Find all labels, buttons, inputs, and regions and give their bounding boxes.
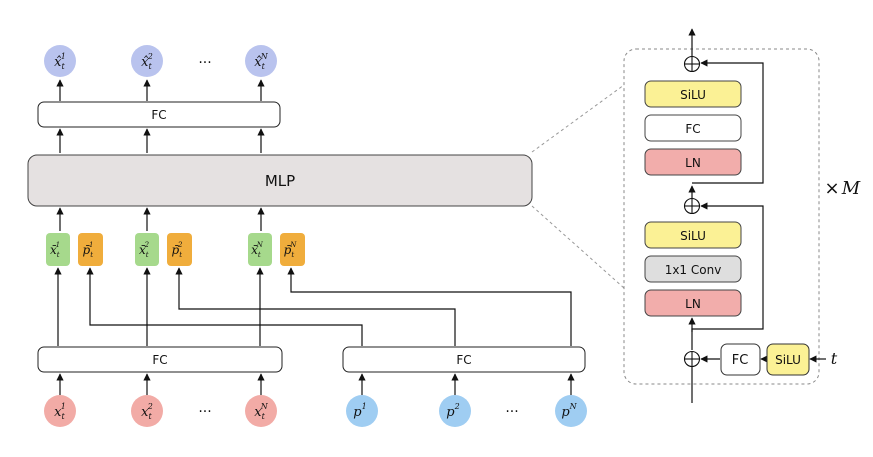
time-silu-label: SiLU bbox=[775, 353, 801, 367]
output-node-2-label: x̂t2 bbox=[141, 52, 153, 71]
lower-silu-box bbox=[644, 221, 742, 249]
time-silu-box bbox=[766, 343, 810, 376]
input-p-node-1: p1 bbox=[346, 395, 378, 427]
token-x-n-label: x̄tN bbox=[251, 241, 264, 259]
lower-ln-box bbox=[644, 289, 742, 317]
time-fc-box bbox=[720, 343, 761, 376]
token-x-1-label: x̄t1 bbox=[50, 241, 60, 259]
fc-bottom-right-box bbox=[342, 346, 586, 373]
input-x-node-1-label: xt1 bbox=[54, 402, 66, 421]
input-x-node-2: xt2 bbox=[131, 395, 163, 427]
upper-silu-label: SiLU bbox=[680, 88, 706, 102]
input-x-ellipsis: ··· bbox=[198, 404, 211, 420]
repeat-times-sign: × bbox=[824, 178, 839, 199]
fc-top-box bbox=[37, 101, 281, 128]
output-node-n-label: x̂tN bbox=[254, 52, 269, 71]
upper-fc-label: FC bbox=[685, 122, 700, 136]
time-fc-label: FC bbox=[732, 353, 749, 368]
input-p-node-n: pN bbox=[555, 395, 587, 427]
arrows-fc-left-to-x-tokens bbox=[54, 267, 264, 346]
fc-bottom-right-label: FC bbox=[456, 353, 471, 367]
token-p-n: p̄tN bbox=[280, 233, 305, 266]
upper-silu-box bbox=[644, 80, 742, 108]
token-p-2-label: p̄t2 bbox=[172, 241, 184, 259]
upper-ln-box bbox=[644, 148, 742, 176]
output-node-1: x̂t1 bbox=[44, 45, 76, 77]
arrows-tokens-to-mlp bbox=[56, 207, 265, 231]
upper-ln-label: LN bbox=[685, 156, 701, 170]
input-p-node-2: p2 bbox=[439, 395, 471, 427]
token-p-n-label: p̄tN bbox=[284, 241, 298, 259]
block-residual-lines bbox=[691, 59, 764, 332]
lower-conv-label: 1x1 Conv bbox=[665, 263, 722, 277]
routes-fc-right-to-p-tokens bbox=[86, 267, 572, 346]
token-x-n: x̄tN bbox=[248, 233, 272, 266]
fc-top-label: FC bbox=[151, 108, 166, 122]
token-p-1-label: p̄t1 bbox=[83, 241, 94, 259]
output-node-1-label: x̂t1 bbox=[54, 52, 66, 71]
input-x-node-n: xtN bbox=[245, 395, 277, 427]
mlp-label: MLP bbox=[265, 172, 295, 190]
lower-ln-label: LN bbox=[685, 297, 701, 311]
arrows-inputs-to-fc bbox=[56, 373, 575, 395]
token-x-2: x̄t2 bbox=[135, 233, 159, 266]
zoom-connector-lines bbox=[531, 84, 625, 289]
lower-silu-label: SiLU bbox=[680, 229, 706, 243]
fc-bottom-left-label: FC bbox=[152, 353, 167, 367]
token-p-1: p̄t1 bbox=[78, 233, 103, 266]
time-input-label: t bbox=[831, 349, 838, 368]
token-p-2: p̄t2 bbox=[167, 233, 192, 266]
sum-node-middle bbox=[683, 197, 701, 215]
input-x-node-2-label: xt2 bbox=[141, 402, 153, 421]
lower-conv-box bbox=[644, 255, 742, 283]
input-p-node-2-label: p2 bbox=[446, 402, 459, 420]
arrows-mlp-to-fc bbox=[56, 128, 265, 153]
input-p-ellipsis: ··· bbox=[505, 404, 518, 420]
mlp-box bbox=[27, 154, 533, 207]
token-x-1: x̄t1 bbox=[46, 233, 70, 266]
upper-fc-box bbox=[644, 114, 742, 142]
input-x-node-1: xt1 bbox=[44, 395, 76, 427]
repeat-count-symbol: M bbox=[841, 178, 861, 199]
sum-node-top bbox=[683, 55, 701, 73]
sum-node-bottom bbox=[683, 350, 701, 368]
input-p-node-n-label: pN bbox=[561, 402, 577, 420]
fc-bottom-left-box bbox=[37, 346, 283, 373]
output-node-n: x̂tN bbox=[245, 45, 277, 77]
token-x-2-label: x̄t2 bbox=[139, 241, 150, 259]
output-node-2: x̂t2 bbox=[131, 45, 163, 77]
input-x-node-n-label: xtN bbox=[254, 402, 269, 421]
arrows-fc-to-outputs bbox=[56, 79, 265, 101]
mlp-block-detail-frame bbox=[623, 48, 820, 385]
output-ellipsis: ··· bbox=[198, 55, 211, 71]
input-p-node-1-label: p1 bbox=[353, 402, 366, 420]
